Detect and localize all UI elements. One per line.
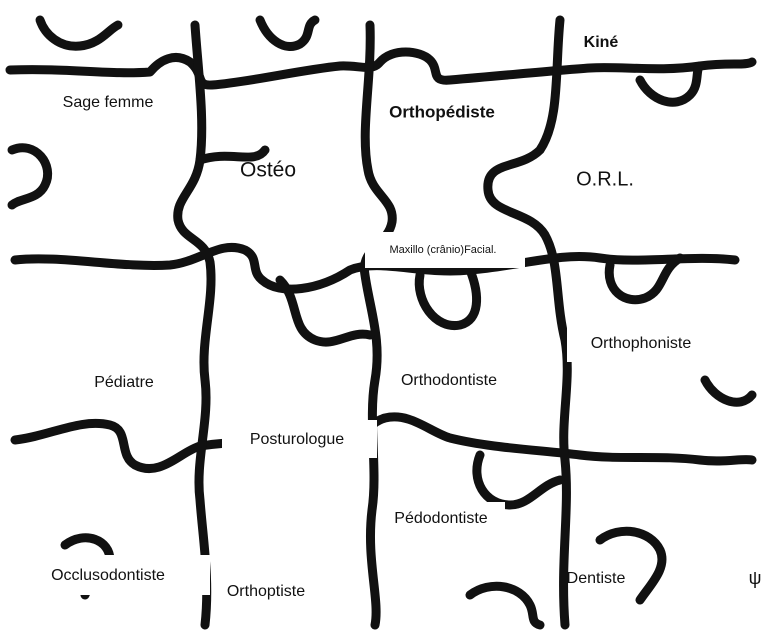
piece-labels: Sage femme Ostéo Orthopédiste Kiné O.R.L… [10, 34, 761, 600]
tab-low-4 [470, 586, 540, 625]
seam-col-1 [178, 25, 211, 625]
label-osteo: Ostéo [240, 159, 296, 182]
label-maxillo: Maxillo (crânio)Facial. [390, 244, 497, 256]
label-posturologue: Posturologue [250, 431, 344, 448]
label-orthophoniste: Orthophoniste [591, 335, 692, 352]
label-sage-femme: Sage femme [63, 94, 154, 111]
label-orthopediste: Orthopédiste [389, 102, 495, 121]
label-orthoptiste: Orthoptiste [227, 583, 305, 600]
tab-right-3 [705, 380, 752, 402]
label-mark: ψ [749, 568, 762, 588]
tab-mid-3 [419, 270, 476, 326]
tab-left-1 [12, 148, 48, 205]
seam-row-3 [15, 417, 752, 469]
label-occlusodontiste: Occlusodontiste [51, 567, 165, 584]
label-orthodontiste: Orthodontiste [401, 372, 497, 389]
label-orl: O.R.L. [576, 168, 634, 190]
tab-low-2 [477, 455, 560, 505]
tab-low-3 [600, 531, 662, 600]
label-pediatre: Pédiatre [94, 374, 154, 391]
label-kine: Kiné [584, 34, 619, 51]
label-dentiste: Dentiste [567, 570, 626, 587]
label-pedodontiste: Pédodontiste [394, 510, 488, 527]
tab-top-mid [260, 20, 315, 47]
tab-top-left [40, 20, 118, 46]
